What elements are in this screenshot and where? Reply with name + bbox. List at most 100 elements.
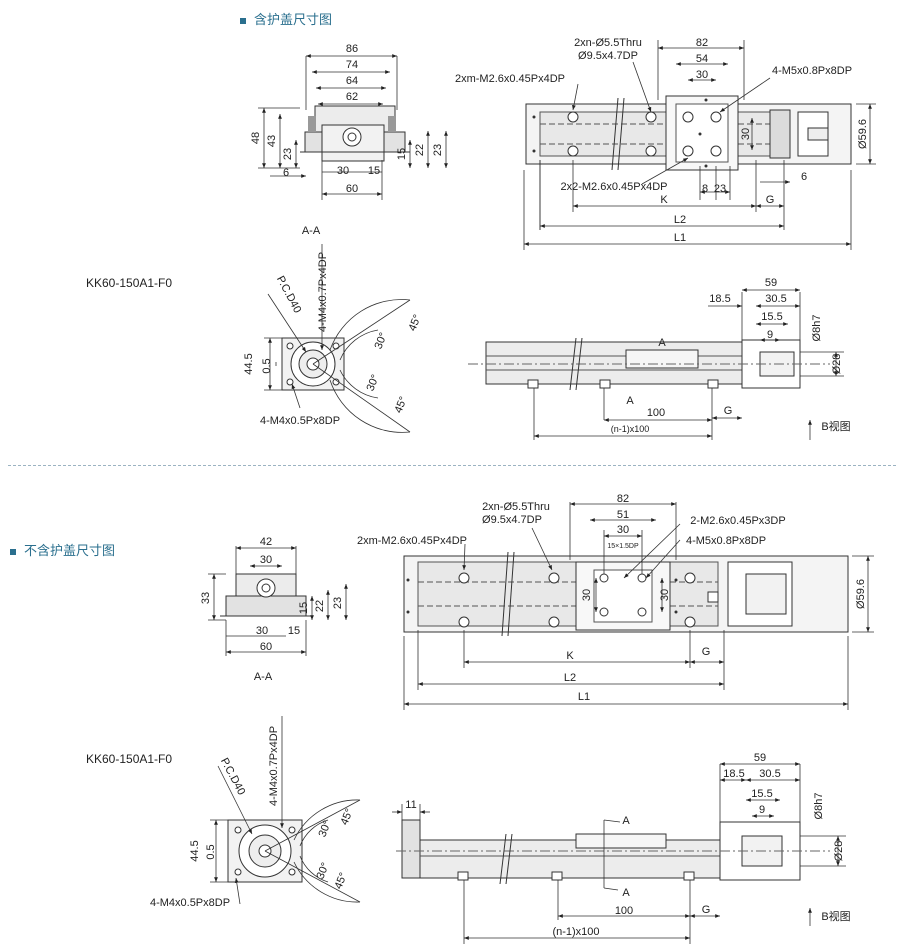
label-m5-tap: 4-M5x0.8Px8DP bbox=[772, 65, 852, 77]
dim-64: 64 bbox=[346, 75, 358, 87]
dim-30-plan-nc: 30 bbox=[617, 524, 629, 536]
label-m4-05-tap: 4-M4x0.5Px8DP bbox=[260, 415, 340, 427]
dim-30-nc-bottom: 30 bbox=[256, 625, 268, 637]
dim-30-plan-vert: 30 bbox=[740, 128, 752, 140]
label-phi59-6: Ø59.6 bbox=[857, 119, 869, 149]
end-view-no-cover bbox=[220, 573, 312, 617]
section-title-text: 不含护盖尺寸图 bbox=[24, 544, 116, 559]
label-k: K bbox=[660, 194, 668, 206]
side-view-with-cover bbox=[468, 337, 830, 391]
dim-22: 22 bbox=[414, 144, 426, 156]
end-view-with-cover-dims bbox=[258, 54, 448, 200]
section-bullet-icon bbox=[240, 17, 246, 24]
dim-59-nc: 59 bbox=[754, 752, 766, 764]
label-m4-05-tap-nc: 4-M4x0.5Px8DP bbox=[150, 897, 230, 909]
dim-0-5: 0.5 bbox=[261, 358, 273, 373]
dim-30: 30 bbox=[337, 165, 349, 177]
dim-30-nc-left: 30 bbox=[581, 589, 593, 601]
dim-15-5: 15.5 bbox=[761, 311, 782, 323]
label-section-aa-nc: A-A bbox=[254, 671, 273, 683]
label-section-a-bottom: A bbox=[626, 395, 634, 407]
plan-view-no-cover-dims bbox=[403, 502, 874, 710]
label-k-nc: K bbox=[566, 650, 574, 662]
dim-9: 9 bbox=[767, 329, 773, 341]
label-g-side: G bbox=[724, 405, 733, 417]
dim-59: 59 bbox=[765, 277, 777, 289]
dim-23-right: 23 bbox=[432, 144, 444, 156]
side-view-no-cover-dims bbox=[392, 762, 846, 944]
label-phi28: Ø28 bbox=[831, 354, 843, 375]
angle-30-bottom-nc: 30° bbox=[315, 861, 332, 881]
label-small-hole: 15×1.5DP bbox=[607, 543, 639, 550]
dim-15-right: 15 bbox=[396, 148, 408, 160]
dim-54: 54 bbox=[696, 53, 708, 65]
label-section-a-top: A bbox=[658, 337, 666, 349]
label-l2-nc: L2 bbox=[564, 672, 576, 684]
label-m26-tap-bottom: 2x2-M2.6x0.45Px4DP bbox=[561, 181, 668, 193]
section-title-no-cover: 不含护盖尺寸图 bbox=[10, 540, 115, 559]
dim-15-nc: 15 bbox=[298, 602, 310, 614]
dim-6-plan: 6 bbox=[801, 171, 807, 183]
dim-8: 8 bbox=[702, 183, 708, 195]
dim-23: 23 bbox=[282, 148, 294, 160]
plan-view-with-cover-dims bbox=[523, 40, 876, 250]
label-m4-07-tap: 4-M4x0.7Px4DP bbox=[317, 252, 329, 332]
dim-30-nc: 30 bbox=[260, 554, 272, 566]
dim-30-5-nc: 30.5 bbox=[759, 768, 780, 780]
dim-0-5-nc: 0.5 bbox=[205, 844, 217, 859]
label-phi28-nc: Ø28 bbox=[833, 841, 845, 862]
dim-30-top: 30 bbox=[696, 69, 708, 81]
label-thru-hole-nc: 2xn-Ø5.5Thru bbox=[482, 501, 550, 513]
dim-100: 100 bbox=[647, 407, 665, 419]
label-n-minus-1-x100-nc: (n-1)x100 bbox=[552, 926, 599, 938]
section-title-text: 含护盖尺寸图 bbox=[254, 13, 333, 28]
label-l1: L1 bbox=[674, 232, 686, 244]
dim-62: 62 bbox=[346, 91, 358, 103]
label-g-side-nc: G bbox=[702, 904, 711, 916]
dim-33: 33 bbox=[200, 592, 212, 604]
section-divider bbox=[8, 465, 896, 466]
dim-9-nc: 9 bbox=[759, 804, 765, 816]
label-g: G bbox=[766, 194, 775, 206]
label-m5-tap-nc: 4-M5x0.8Px8DP bbox=[686, 535, 766, 547]
end-view-no-cover-dims bbox=[208, 546, 348, 656]
label-m26-tap-nc: 2xm-M2.6x0.45Px4DP bbox=[357, 535, 467, 547]
label-counterbore: Ø9.5x4.7DP bbox=[578, 50, 638, 62]
dim-22-nc: 22 bbox=[314, 600, 326, 612]
dim-15-5-nc: 15.5 bbox=[751, 788, 772, 800]
plan-view-with-cover bbox=[525, 95, 852, 171]
flange-view-no-cover-dims bbox=[210, 716, 361, 905]
dim-30-5: 30.5 bbox=[765, 293, 786, 305]
label-phi8h7-nc: Ø8h7 bbox=[813, 793, 825, 820]
angle-30-bottom: 30° bbox=[365, 373, 382, 393]
dim-44-5-nc: 44.5 bbox=[189, 840, 201, 861]
dim-18-5: 18.5 bbox=[709, 293, 730, 305]
model-label-top: KK60-150A1-F0 bbox=[86, 276, 173, 290]
dim-60: 60 bbox=[346, 183, 358, 195]
label-m26-3dp-tap: 2-M2.6x0.45Px3DP bbox=[690, 515, 785, 527]
section-bullet-icon bbox=[10, 548, 16, 555]
label-l2: L2 bbox=[674, 214, 686, 226]
model-label-bottom: KK60-150A1-F0 bbox=[86, 752, 173, 766]
plan-view-no-cover bbox=[403, 551, 849, 637]
label-counterbore-nc: Ø9.5x4.7DP bbox=[482, 514, 542, 526]
dim-43: 43 bbox=[266, 135, 278, 147]
dim-30-nc-right: 30 bbox=[659, 589, 671, 601]
section-title-with-cover: 含护盖尺寸图 bbox=[240, 9, 332, 28]
label-pcd: P.C.D40 bbox=[274, 274, 303, 315]
angle-45-top: 45° bbox=[407, 313, 424, 333]
label-m4-07-tap-nc: 4-M4x0.7Px4DP bbox=[268, 726, 280, 806]
dim-18-5-nc: 18.5 bbox=[723, 768, 744, 780]
label-l1-nc: L1 bbox=[578, 691, 590, 703]
label-thru-hole: 2xn-Ø5.5Thru bbox=[574, 37, 642, 49]
dim-15-nc-bottom: 15 bbox=[288, 625, 300, 637]
dim-23-nc: 23 bbox=[332, 597, 344, 609]
label-phi8h7: Ø8h7 bbox=[811, 315, 823, 342]
side-view-no-cover bbox=[396, 819, 830, 885]
dim-15: 15 bbox=[368, 165, 380, 177]
label-b-view-nc: B视图 bbox=[821, 909, 850, 923]
label-m26-tap: 2xm-M2.6x0.45Px4DP bbox=[455, 73, 565, 85]
dim-11: 11 bbox=[405, 799, 416, 811]
